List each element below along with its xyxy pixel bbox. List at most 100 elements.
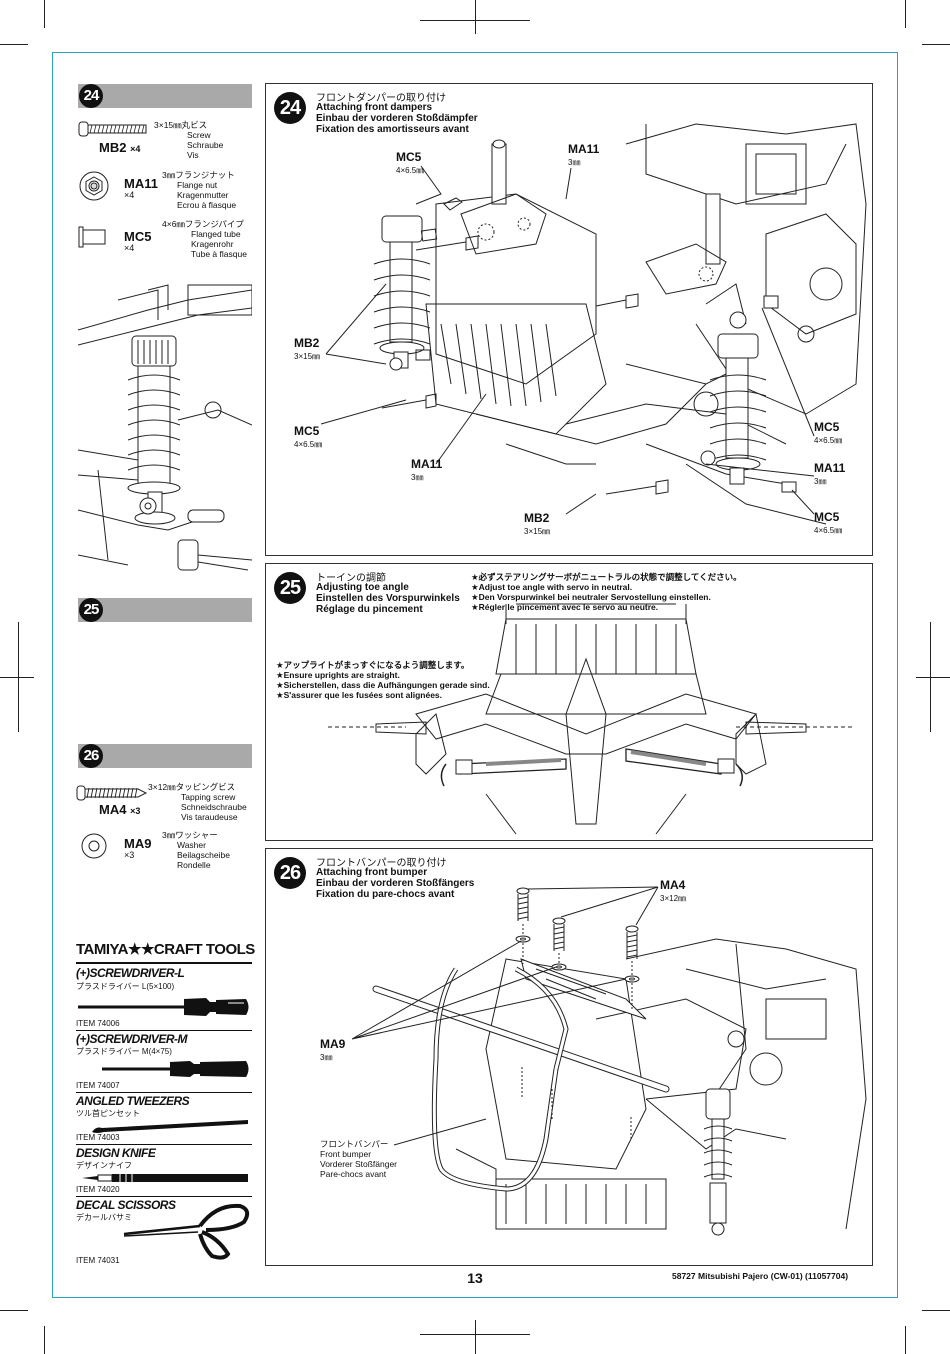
page-frame <box>52 52 898 1298</box>
page-footer: 58727 Mitsubishi Pajero (CW-01) (1105770… <box>672 1271 849 1281</box>
trim-mark <box>0 44 28 45</box>
label-ma11-bottom-size: 3㎜ <box>411 473 424 482</box>
screw-mb2-icon <box>78 121 147 137</box>
step26-panel: 26 フロントバンパーの取り付け Attaching front bumper … <box>265 848 873 1266</box>
label-mc5-right2: MC5 <box>814 510 840 524</box>
label-mc5-right1-size: 4×6.5㎜ <box>814 436 843 445</box>
part-qty-ma9: ×3 <box>124 850 135 860</box>
step24-title-jp: フロントダンパーの取り付け <box>316 93 446 104</box>
trim-mark <box>44 0 45 28</box>
tool-title-design-knife: DESIGN KNIFE <box>76 1146 156 1160</box>
step25-note-uprights: ★アップライトがまっすぐになるよう調整します。★Ensure uprights … <box>276 660 490 700</box>
step26-title: Attaching front bumper Einbau der vorder… <box>316 867 475 900</box>
tool-title-decal-scissors: DECAL SCISSORS <box>76 1198 176 1212</box>
sidebar-step26-bar <box>78 744 252 768</box>
step26-title-jp: フロントバンパーの取り付け <box>316 858 447 869</box>
label-ma11-top: MA11 <box>568 142 600 156</box>
step24-panel: 24 フロントダンパーの取り付け Attaching front dampers… <box>265 83 873 556</box>
toe-angle-illustration <box>328 603 854 835</box>
damper-detail-illustration <box>78 284 252 571</box>
flange-nut-ma11-icon <box>79 171 109 201</box>
step25-title: Adjusting toe angle Einstellen des Vorsp… <box>316 582 460 615</box>
label-ma9-size: 3㎜ <box>320 1053 333 1062</box>
label-ma9: MA9 <box>320 1037 346 1051</box>
tool-item-design-knife: ITEM 74020 <box>76 1185 120 1194</box>
front-bumper-label: フロントバンパー Front bumper Vorderer Stoßfänge… <box>320 1139 398 1179</box>
trim-mark <box>905 1326 906 1354</box>
label-mc5-top-size: 4×6.5㎜ <box>396 166 425 175</box>
part-qty-mc5: ×4 <box>124 243 135 253</box>
label-mc5-top: MC5 <box>396 150 422 164</box>
label-ma11-right: MA11 <box>814 461 846 475</box>
tool-title-screwdriver-m: (+)SCREWDRIVER-M <box>76 1032 188 1046</box>
tool-jp-decal-scissors: デカールバサミ <box>76 1213 132 1222</box>
sidebar-step25-bar <box>78 598 252 622</box>
tool-jp-screwdriver-l: プラスドライバー L(5×100) <box>76 982 175 991</box>
label-mb2-left: MB2 <box>294 336 320 350</box>
tool-item-screwdriver-m: ITEM 74007 <box>76 1081 120 1090</box>
tool-jp-tweezers: ツル首ピンセット <box>76 1109 140 1118</box>
label-ma4: MA4 <box>660 878 686 892</box>
trim-mark <box>922 1310 950 1311</box>
trim-mark <box>475 1320 476 1354</box>
craft-tools-brand: TAMIYA★★CRAFT TOOLS <box>76 941 255 958</box>
design-knife-icon <box>82 1174 248 1182</box>
tool-item-tweezers: ITEM 74003 <box>76 1133 120 1142</box>
part-size-mb2: 3×15㎜丸ビス <box>154 120 208 130</box>
step24-number: 24 <box>274 92 306 124</box>
tool-title-screwdriver-l: (+)SCREWDRIVER-L <box>76 966 185 980</box>
part-code-mc5: MC5 <box>124 229 152 244</box>
label-ma11-bottom: MA11 <box>411 457 443 471</box>
step25-note-servo: ★必ずステアリングサーボがニュートラルの状態で調整してください。★Adjust … <box>471 572 742 612</box>
label-mc5-right2-size: 4×6.5㎜ <box>814 526 843 535</box>
trim-mark <box>420 20 530 21</box>
label-ma4-size: 3×12㎜ <box>660 894 687 903</box>
label-mb2-left-size: 3×15㎜ <box>294 352 321 361</box>
step25-title-jp: トーインの調節 <box>316 573 386 584</box>
part-size-ma9: 3㎜ワッシャー <box>162 830 218 840</box>
label-ma11-top-size: 3㎜ <box>568 158 581 167</box>
step26-number: 26 <box>274 857 306 889</box>
trim-mark <box>930 622 931 732</box>
part-size-mc5: 4×6㎜フランジパイプ <box>162 219 244 229</box>
step25-number: 25 <box>274 572 306 604</box>
trim-mark <box>0 677 34 678</box>
label-mc5-left-size: 4×6.5㎜ <box>294 440 323 449</box>
sidebar-step26-number: 26 <box>79 744 103 768</box>
part-size-ma4: 3×12㎜タッピングビス <box>148 782 236 792</box>
flanged-tube-mc5-icon <box>78 226 106 248</box>
front-damper-assembly-illustration <box>320 123 867 525</box>
part-size-ma11: 3㎜フランジナット <box>162 170 235 180</box>
trim-mark <box>475 0 476 34</box>
trim-mark <box>420 1334 530 1335</box>
tweezers-icon <box>92 1120 248 1133</box>
tool-item-screwdriver-l: ITEM 74006 <box>76 1019 120 1028</box>
label-mb2-bottom-size: 3×15㎜ <box>524 527 551 536</box>
part-qty-ma11: ×4 <box>124 190 135 200</box>
trim-mark <box>44 1326 45 1354</box>
tool-title-tweezers: ANGLED TWEEZERS <box>76 1094 190 1108</box>
tool-jp-screwdriver-m: プラスドライバー M(4×75) <box>76 1047 172 1056</box>
trim-mark <box>0 1310 28 1311</box>
part-code-ma9: MA9 <box>124 836 152 851</box>
front-bumper-illustration <box>351 886 867 1236</box>
trim-mark <box>905 0 906 28</box>
label-mc5-right1: MC5 <box>814 420 840 434</box>
decal-scissors-icon <box>123 1203 250 1260</box>
tapping-screw-ma4-icon <box>76 785 148 801</box>
part-code-mb2: MB2 ×4 <box>99 140 141 155</box>
sidebar-step24-number: 24 <box>79 84 103 108</box>
trim-mark <box>922 44 950 45</box>
label-mb2-bottom: MB2 <box>524 511 550 525</box>
step24-title: Attaching front dampers Einbau der vorde… <box>316 102 478 135</box>
step25-panel: 25 トーインの調節 Adjusting toe angle Einstelle… <box>265 563 873 841</box>
screwdriver-m-icon <box>102 1061 249 1077</box>
trim-mark <box>916 677 950 678</box>
page-number: 13 <box>467 1270 483 1286</box>
tool-jp-design-knife: デザインナイフ <box>76 1161 132 1170</box>
